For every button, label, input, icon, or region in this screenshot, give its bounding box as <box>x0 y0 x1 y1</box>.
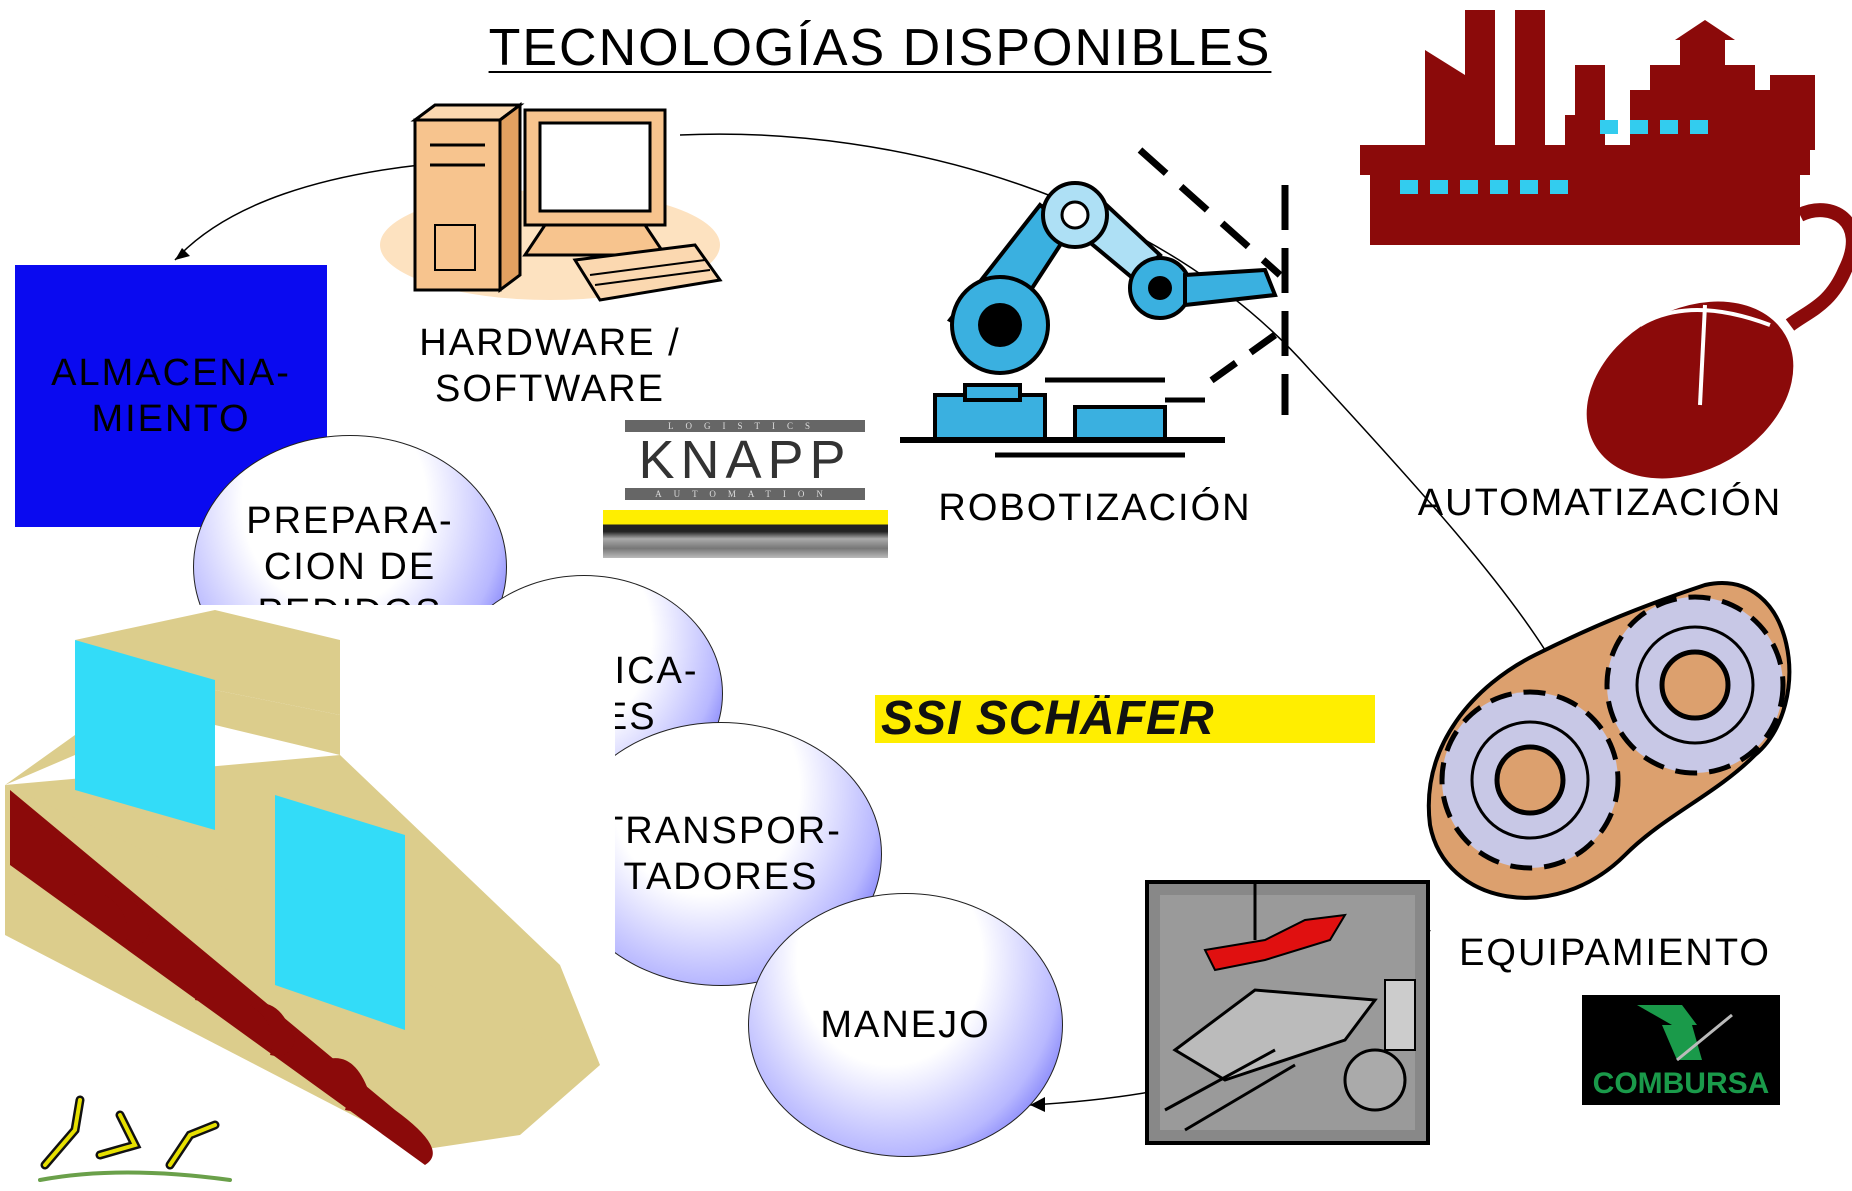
knapp-logo-top: LOGISTICS <box>625 420 865 432</box>
combursa-logo: COMBURSA <box>1582 995 1780 1105</box>
knapp-stripe <box>603 510 888 558</box>
manejo-label: MANEJO <box>820 1004 991 1046</box>
knapp-logo-bottom: AUTOMATION <box>625 488 865 500</box>
combursa-logo-text: COMBURSA <box>1592 1067 1770 1100</box>
ssi-schafer-logo-text: SSI SCHÄFER <box>881 695 1215 743</box>
combursa-symbol-icon <box>1637 1005 1733 1062</box>
computer-icon <box>380 102 723 302</box>
machine-workshop-icon <box>1145 880 1430 1145</box>
equipamiento-label: EQUIPAMIENTO <box>1459 932 1771 974</box>
automatizacion-label: AUTOMATIZACIÓN <box>1417 482 1783 524</box>
manejo-ellipse: MANEJO <box>748 893 1063 1157</box>
knapp-logo: LOGISTICS KNAPP AUTOMATION <box>625 420 865 500</box>
knapp-logo-text: KNAPP <box>638 430 852 490</box>
gears-icon <box>1426 581 1792 900</box>
ssi-schafer-logo: SSI SCHÄFER <box>875 695 1375 743</box>
robotizacion-label: ROBOTIZACIÓN <box>938 487 1252 529</box>
factory-icon <box>1360 10 1852 479</box>
transportadores-label: TRANSPOR- TADORES <box>600 810 842 898</box>
page-title: TECNOLOGÍAS DISPONIBLES <box>488 19 1272 77</box>
almacenamiento-label: ALMACENA- MIENTO <box>51 352 291 440</box>
robot-arm-icon <box>900 147 1289 458</box>
conveyor-icon <box>0 605 615 1191</box>
hardware-software-label: HARDWARE / SOFTWARE <box>419 322 681 410</box>
